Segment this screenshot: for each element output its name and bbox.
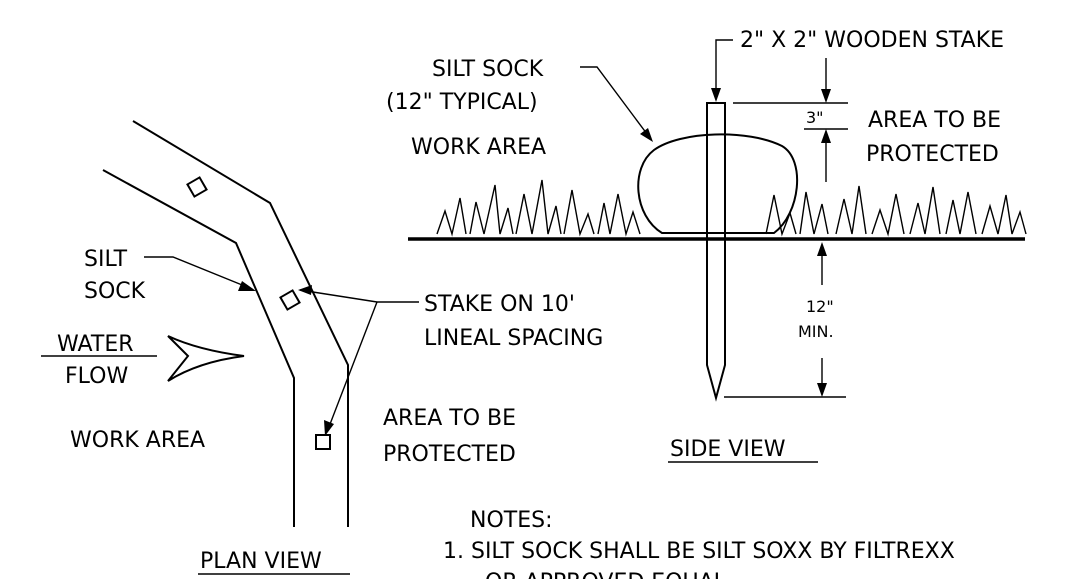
note-1-line1: 1. SILT SOCK SHALL BE SILT SOXX BY FILTR… <box>443 539 955 564</box>
water-flow-arrow <box>167 335 245 382</box>
notes: NOTES: 1. SILT SOCK SHALL BE SILT SOXX B… <box>443 508 955 579</box>
stake-label-arrowhead <box>711 88 721 102</box>
silt-sock-leader-arrowhead <box>640 128 653 142</box>
plan-stake-2 <box>279 289 301 311</box>
plan-area-protected-line2: PROTECTED <box>383 442 516 467</box>
dim-top-arrowhead-lower <box>821 129 831 143</box>
water-flow-label-line1: WATER <box>57 332 134 357</box>
dim-depth-label-line2: MIN. <box>798 322 834 341</box>
plan-stake-3 <box>315 434 331 450</box>
plan-view: SILT SOCK WATER FLOW WORK AREA AREA TO B… <box>41 120 603 575</box>
dim-depth-arrowhead-upper <box>817 242 827 256</box>
plan-view-title: PLAN VIEW <box>200 549 322 574</box>
dim-top-label: 3" <box>806 108 824 127</box>
side-silt-sock-label-line2: (12" TYPICAL) <box>386 90 538 115</box>
stake-note-line1: STAKE ON 10' <box>424 292 575 317</box>
plan-work-area-label: WORK AREA <box>70 428 205 453</box>
notes-heading: NOTES: <box>470 508 553 533</box>
plan-stake-arrowhead-2 <box>324 420 334 436</box>
grass-left <box>436 179 641 237</box>
stake-note-line2: LINEAL SPACING <box>424 326 603 351</box>
plan-silt-sock-leader <box>144 256 253 290</box>
stake-label-leader <box>715 39 733 97</box>
silt-sock-shape <box>637 133 799 234</box>
side-view: 2" X 2" WOODEN STAKE SILT SOCK (12" TYPI… <box>386 28 1027 463</box>
plan-area-protected-line1: AREA TO BE <box>383 406 516 431</box>
side-silt-sock-label-line1: SILT SOCK <box>432 57 544 82</box>
silt-sock-leader <box>580 66 651 139</box>
plan-stake-arrowhead-1 <box>298 285 312 295</box>
wooden-stake-label: 2" X 2" WOODEN STAKE <box>740 28 1004 53</box>
plan-stake-1 <box>186 176 208 198</box>
wooden-stake <box>706 102 726 402</box>
plan-silt-sock-label-line2: SOCK <box>84 279 146 304</box>
note-1-line2: OR APPROVED EQUAL <box>485 570 727 579</box>
grass-right <box>765 185 1027 237</box>
plan-silt-sock-label-line1: SILT <box>84 247 128 272</box>
side-view-title: SIDE VIEW <box>670 437 786 462</box>
plan-sock-outer-line <box>132 120 349 527</box>
dim-top-arrowhead-upper <box>821 89 831 103</box>
water-flow-label-line2: FLOW <box>65 364 128 389</box>
side-area-protected-line1: AREA TO BE <box>868 108 1001 133</box>
side-work-area-label: WORK AREA <box>411 135 546 160</box>
plan-sock-inner-line <box>102 169 295 527</box>
plan-stake-leader-2 <box>326 301 378 433</box>
side-area-protected-line2: PROTECTED <box>866 142 999 167</box>
plan-silt-sock-arrowhead <box>238 281 256 291</box>
dim-depth-label-line1: 12" <box>806 297 834 316</box>
dim-depth-arrowhead-lower <box>817 383 827 397</box>
